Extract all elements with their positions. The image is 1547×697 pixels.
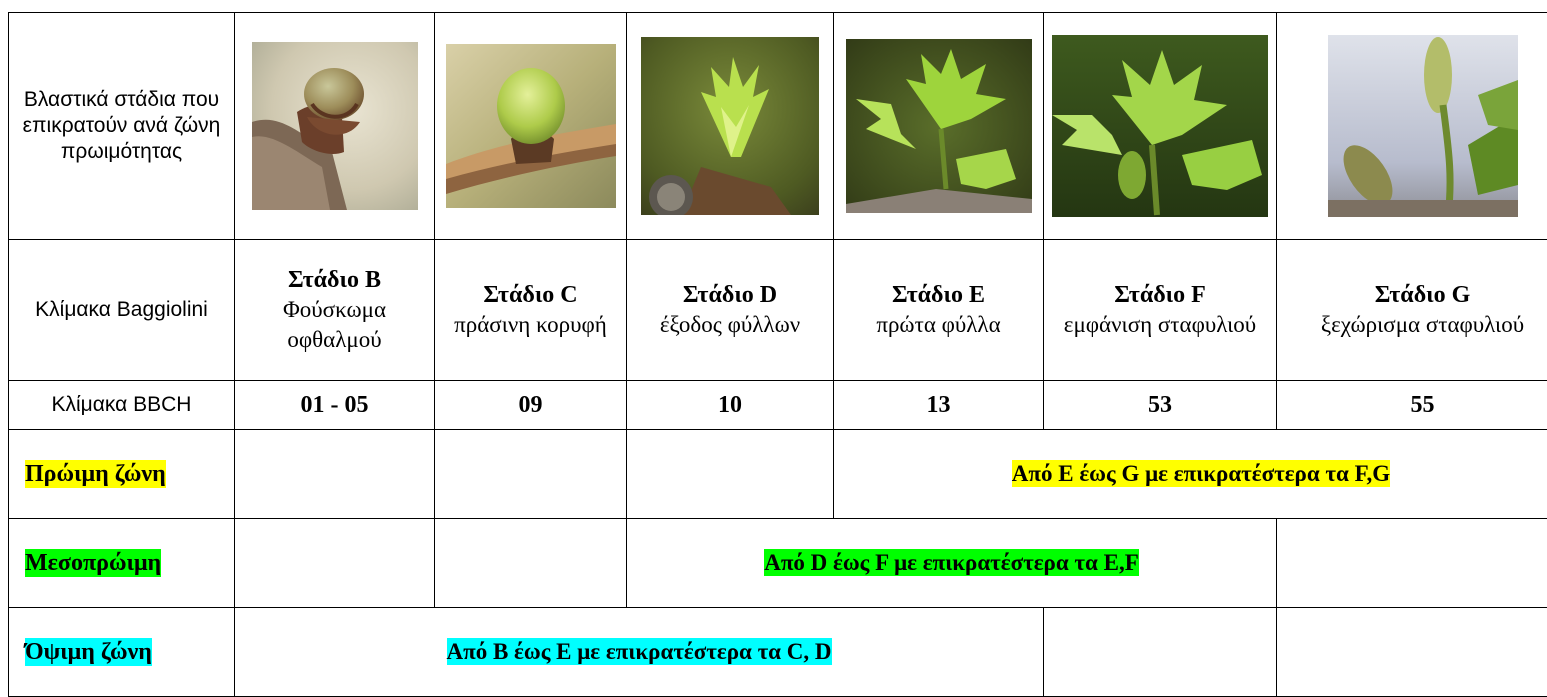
late-zone-row: Όψιμη ζώνη Από B έως E με επικρατέστερα … (9, 608, 1547, 697)
stage-cell-g: Στάδιο G ξεχώρισμα σταφυλιού (1277, 240, 1547, 381)
baggiolini-row: Κλίμακα Baggiolini Στάδιο B Φούσκωμα οφθ… (9, 240, 1547, 381)
leaf-emergence-photo (641, 37, 819, 215)
empty-cell (627, 430, 834, 519)
empty-cell (235, 519, 435, 608)
empty-cell (235, 430, 435, 519)
mid-zone-label-cell: Μεσοπρώιμη (9, 519, 235, 608)
stage-description: ξεχώρισμα σταφυλιού (1277, 310, 1547, 340)
stage-description: πρώτα φύλλα (834, 310, 1043, 340)
mid-zone-label: Μεσοπρώιμη (25, 549, 161, 577)
mid-zone-note-cell: Από D έως F με επικρατέστερα τα E,F (627, 519, 1277, 608)
early-zone-label: Πρώιμη ζώνη (25, 460, 166, 488)
cluster-visible-photo (1052, 35, 1268, 217)
photo-row: Βλαστικά στάδια που επικρατούν ανά ζώνη … (9, 13, 1547, 240)
stage-description: εμφάνιση σταφυλιού (1044, 310, 1276, 340)
stage-cell-c: Στάδιο C πράσινη κορυφή (435, 240, 627, 381)
photo-cell-e (834, 13, 1044, 240)
bbch-cell: 09 (435, 381, 627, 430)
bbch-value: 09 (519, 392, 543, 418)
bbch-cell: 55 (1277, 381, 1547, 430)
bbch-cell: 01 - 05 (235, 381, 435, 430)
stage-description: Φούσκωμα οφθαλμού (235, 295, 434, 355)
mid-zone-note: Από D έως F με επικρατέστερα τα E,F (764, 549, 1139, 576)
bbch-cell: 13 (834, 381, 1044, 430)
stage-name: Στάδιο F (1044, 281, 1276, 310)
green-tip-photo (446, 44, 616, 208)
bbch-value: 55 (1411, 392, 1435, 418)
bbch-value: 13 (927, 392, 951, 418)
baggiolini-label-cell: Κλίμακα Baggiolini (9, 240, 235, 381)
mid-zone-row: Μεσοπρώιμη Από D έως F με επικρατέστερα … (9, 519, 1547, 608)
cluster-separation-photo (1328, 35, 1518, 217)
bbch-row: Κλίμακα BBCH 01 - 05 09 10 13 53 55 (9, 381, 1547, 430)
stage-name: Στάδιο C (435, 281, 626, 310)
empty-cell (1044, 608, 1277, 697)
early-zone-label-cell: Πρώιμη ζώνη (9, 430, 235, 519)
bbch-value: 01 - 05 (301, 392, 369, 418)
bbch-value: 10 (718, 392, 742, 418)
stage-name: Στάδιο B (235, 266, 434, 295)
late-zone-label: Όψιμη ζώνη (25, 638, 152, 666)
late-zone-note-cell: Από B έως E με επικρατέστερα τα C, D (235, 608, 1044, 697)
late-zone-note: Από B έως E με επικρατέστερα τα C, D (447, 638, 832, 665)
stage-name: Στάδιο G (1277, 281, 1547, 310)
first-leaves-photo (846, 39, 1032, 213)
early-zone-note-cell: Από E έως G με επικρατέστερα τα F,G (834, 430, 1547, 519)
photo-cell-c (435, 13, 627, 240)
photo-cell-f (1044, 13, 1277, 240)
stage-cell-b: Στάδιο B Φούσκωμα οφθαλμού (235, 240, 435, 381)
photo-cell-d (627, 13, 834, 240)
late-zone-label-cell: Όψιμη ζώνη (9, 608, 235, 697)
stage-cell-f: Στάδιο F εμφάνιση σταφυλιού (1044, 240, 1277, 381)
empty-cell (435, 519, 627, 608)
empty-cell (1277, 608, 1547, 697)
phenology-table: Βλαστικά στάδια που επικρατούν ανά ζώνη … (8, 12, 1547, 697)
empty-cell (1277, 519, 1547, 608)
row-label: Βλαστικά στάδια που επικρατούν ανά ζώνη … (9, 87, 234, 165)
stage-description: έξοδος φύλλων (627, 310, 833, 340)
photo-cell-g (1277, 13, 1547, 240)
early-zone-note: Από E έως G με επικρατέστερα τα F,G (1012, 460, 1390, 487)
row-label-cell: Βλαστικά στάδια που επικρατούν ανά ζώνη … (9, 13, 235, 240)
stage-name: Στάδιο D (627, 281, 833, 310)
bbch-label: Κλίμακα BBCH (9, 391, 234, 419)
stage-cell-e: Στάδιο E πρώτα φύλλα (834, 240, 1044, 381)
stage-cell-d: Στάδιο D έξοδος φύλλων (627, 240, 834, 381)
swollen-bud-photo (252, 42, 418, 210)
stage-description: πράσινη κορυφή (435, 310, 626, 340)
bbch-label-cell: Κλίμακα BBCH (9, 381, 235, 430)
stage-name: Στάδιο E (834, 281, 1043, 310)
bbch-cell: 53 (1044, 381, 1277, 430)
photo-cell-b (235, 13, 435, 240)
title-strip (0, 0, 1547, 12)
early-zone-row: Πρώιμη ζώνη Από E έως G με επικρατέστερα… (9, 430, 1547, 519)
baggiolini-label: Κλίμακα Baggiolini (9, 296, 234, 324)
bbch-value: 53 (1148, 392, 1172, 418)
empty-cell (435, 430, 627, 519)
bbch-cell: 10 (627, 381, 834, 430)
